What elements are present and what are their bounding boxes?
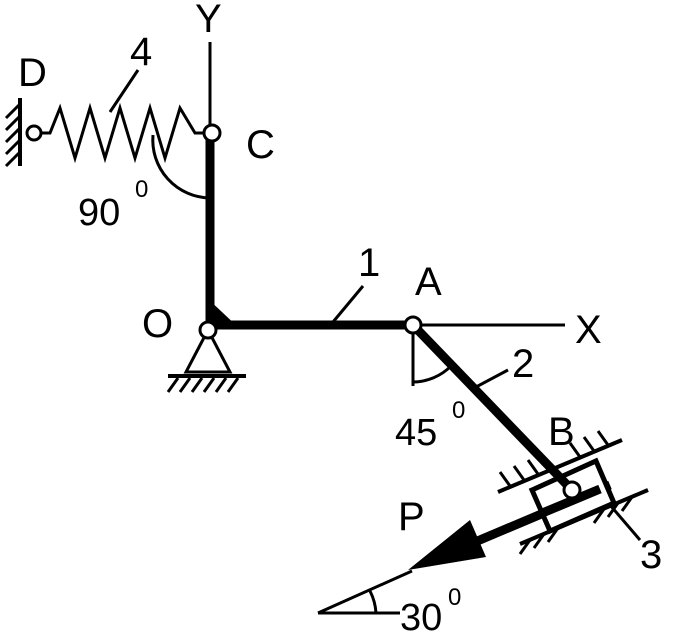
angle-30-line: [317, 569, 413, 615]
link-2-leader: [475, 368, 509, 389]
angle-45-arc: [412, 364, 453, 384]
link-2-label: 2: [512, 342, 534, 386]
y-axis-label: Y: [195, 0, 222, 41]
support-o: [166, 326, 246, 393]
point-a-label: A: [415, 260, 442, 304]
link-1-label: 1: [358, 241, 380, 285]
slider-guide: [497, 430, 649, 555]
joint-b: [562, 480, 582, 500]
spring-4-leader: [108, 69, 140, 113]
link-1-leader: [331, 285, 365, 323]
force-p-label: P: [398, 495, 425, 539]
point-c-label: C: [246, 123, 275, 167]
joint-c: [202, 123, 222, 143]
slider-3-leader: [608, 504, 642, 541]
wall-d: [4, 98, 22, 168]
angle-30-arc: [368, 590, 378, 614]
point-o-label: O: [142, 302, 173, 346]
spring-4: [34, 102, 212, 164]
angle-90-arc: [151, 134, 211, 200]
angle-30-degree: 0: [448, 584, 461, 611]
joint-a: [403, 315, 423, 335]
angle-90-value: 90: [78, 192, 120, 234]
x-axis-label: X: [575, 308, 602, 352]
angle-45-degree: 0: [452, 397, 465, 424]
spring-4-label: 4: [130, 30, 152, 74]
force-p-arrowhead: [408, 520, 486, 570]
slider-3-label: 3: [640, 533, 662, 577]
point-d-label: D: [18, 51, 47, 95]
angle-45-value: 45: [395, 412, 437, 454]
force-p-shaft-inner: [538, 484, 602, 519]
point-b-label: B: [548, 410, 575, 454]
angle-30-value: 30: [400, 597, 442, 634]
joint-o: [198, 320, 218, 340]
joint-d: [25, 124, 43, 142]
link-2-ab: [409, 321, 576, 494]
angle-90-degree: 0: [135, 176, 148, 203]
